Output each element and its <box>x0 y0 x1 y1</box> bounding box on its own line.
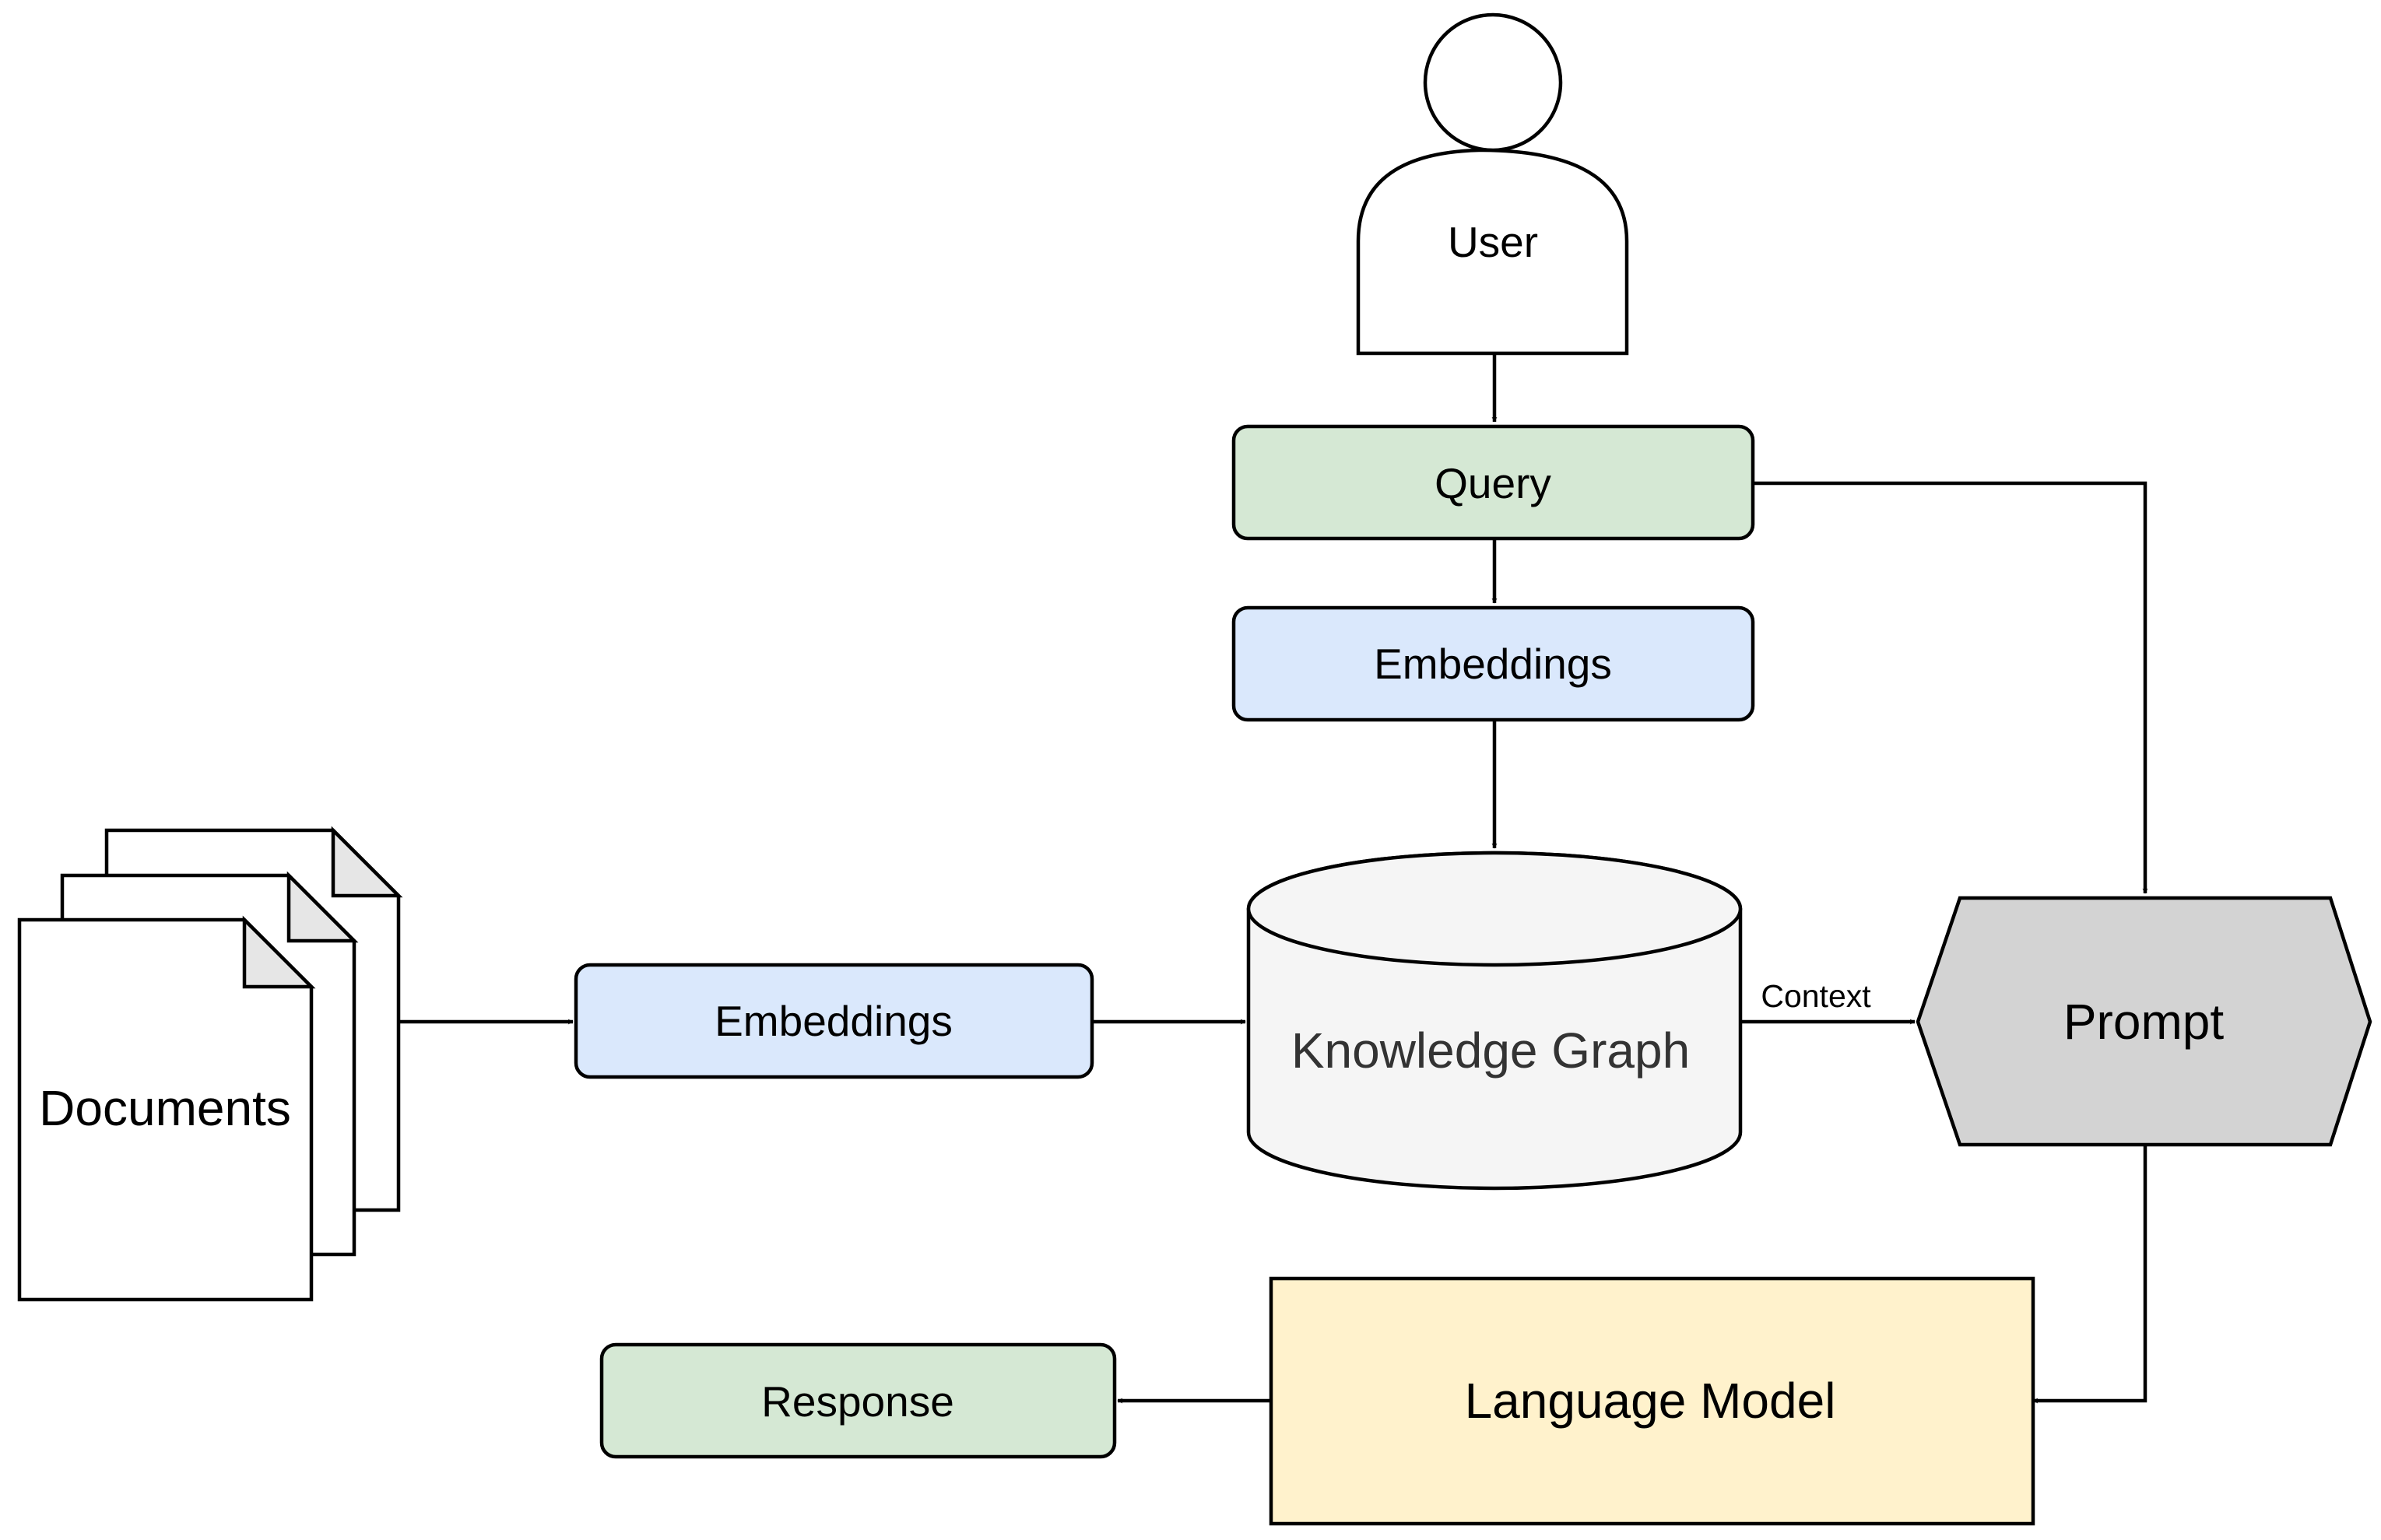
knowledge-graph-node: Knowledge Graph <box>1246 851 1743 1191</box>
edge-query-to-prompt <box>1753 481 2148 894</box>
document-page-back-fold <box>331 826 403 898</box>
language-model-box <box>1269 1276 2035 1526</box>
documents-label: Documents <box>39 1080 291 1136</box>
knowledge-graph-label: Knowledge Graph <box>1291 1023 1690 1079</box>
response-node: Response <box>599 1342 1117 1459</box>
user-body-icon <box>1356 148 1629 356</box>
edges <box>399 353 2148 1404</box>
query-embeddings-label: Embeddings <box>1374 640 1612 688</box>
user-label: User <box>1448 218 1538 266</box>
edge-prompt-to-language-model <box>2032 1145 2147 1404</box>
prompt-node: Prompt <box>1916 896 2372 1147</box>
query-box <box>1231 424 1755 541</box>
language-model-node: Language Model <box>1269 1276 2035 1526</box>
document-page-front-fold <box>242 915 316 989</box>
query-embeddings-box <box>1231 605 1755 722</box>
prompt-label: Prompt <box>2063 994 2225 1050</box>
response-box <box>599 1342 1117 1459</box>
response-label: Response <box>761 1377 954 1426</box>
document-page-front <box>17 917 314 1302</box>
user-node: User <box>1356 12 1629 356</box>
knowledge-graph-cylinder-top <box>1246 851 1743 967</box>
doc-embeddings-box <box>574 963 1094 1079</box>
document-page-middle-fold <box>286 871 359 943</box>
language-model-label: Language Model <box>1465 1373 1836 1429</box>
query-node: Query <box>1231 424 1755 541</box>
prompt-hexagon <box>1916 896 2372 1147</box>
edge-label-context: Context <box>1761 978 1871 1014</box>
query-embeddings-node: Embeddings <box>1231 605 1755 722</box>
doc-embeddings-node: Embeddings <box>574 963 1094 1079</box>
documents-node: Documents <box>17 826 403 1302</box>
user-head-icon <box>1423 12 1563 153</box>
query-label: Query <box>1435 459 1551 507</box>
doc-embeddings-label: Embeddings <box>715 997 953 1045</box>
